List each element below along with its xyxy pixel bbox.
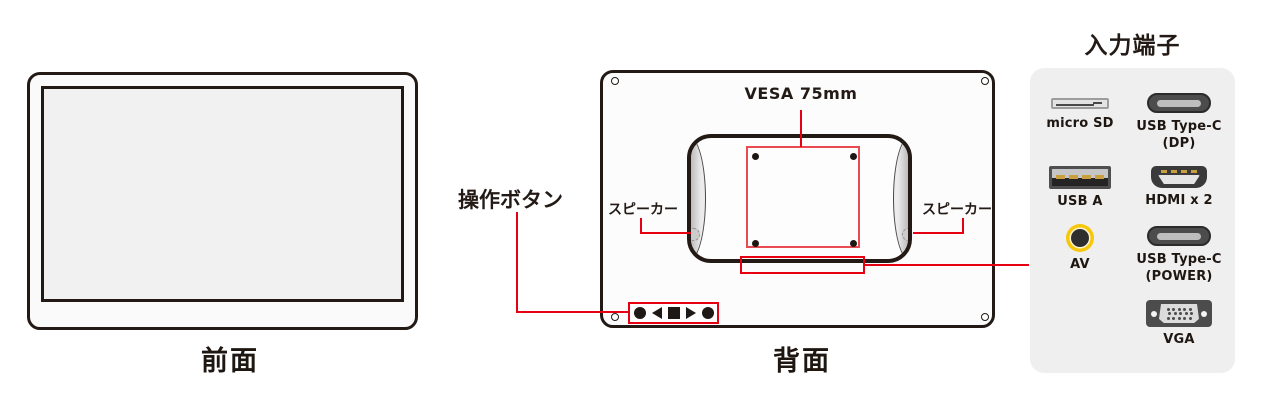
speaker-left-label: スピーカー bbox=[608, 202, 678, 218]
control-buttons-pointer-line-h bbox=[516, 311, 630, 313]
port-item-usb-type-c-dp: USB Type-C (DP) bbox=[1131, 93, 1227, 153]
left-arrow-button-icon bbox=[651, 307, 662, 319]
circle-button-icon bbox=[701, 307, 714, 319]
port-item-usb-a: USB A bbox=[1032, 166, 1128, 211]
usb-type-c-power-port-icon bbox=[1147, 226, 1211, 246]
speaker-strip-right bbox=[893, 138, 908, 259]
speaker-left-pointer-line-v bbox=[640, 218, 642, 234]
speaker-right-pointer-line-v bbox=[962, 218, 964, 234]
usb-a-port-icon bbox=[1049, 166, 1111, 189]
screw-hole-icon bbox=[611, 313, 619, 321]
hdmi-port-icon bbox=[1151, 166, 1207, 188]
io-panel: micro SD USB Type-C (DP) USB A HDMI x 2 … bbox=[1030, 68, 1235, 373]
screw-hole-icon bbox=[981, 313, 989, 321]
vesa-mount-highlight-box bbox=[746, 146, 860, 248]
port-item-av: AV bbox=[1032, 224, 1128, 274]
port-label: micro SD bbox=[1046, 116, 1114, 131]
port-item-usb-type-c-power: USB Type-C (POWER) bbox=[1131, 226, 1227, 286]
av-port-icon bbox=[1066, 224, 1094, 252]
port-label: VGA bbox=[1163, 332, 1195, 347]
vesa-pointer-line bbox=[800, 110, 802, 147]
port-label: USB A bbox=[1057, 194, 1103, 209]
port-label: AV bbox=[1070, 257, 1090, 272]
speaker-right-label: スピーカー bbox=[922, 202, 992, 218]
port-label: USB Type-C bbox=[1136, 119, 1222, 134]
speaker-left-pointer-line-h bbox=[640, 232, 691, 234]
control-buttons-box bbox=[628, 302, 719, 324]
vesa-label: VESA 75mm bbox=[744, 84, 858, 103]
usb-type-c-dp-port-icon bbox=[1147, 93, 1211, 113]
port-sublabel: (POWER) bbox=[1145, 268, 1213, 284]
speaker-strip-left bbox=[691, 138, 706, 259]
micro-sd-port-icon bbox=[1051, 98, 1109, 109]
right-arrow-button-icon bbox=[685, 307, 696, 319]
vesa-hole-icon bbox=[752, 240, 759, 247]
front-view-screen bbox=[41, 86, 404, 302]
io-panel-title: 入力端子 bbox=[1084, 33, 1181, 59]
vga-port-icon bbox=[1146, 300, 1212, 327]
square-button-icon bbox=[667, 307, 680, 319]
ports-connector-line bbox=[864, 264, 1029, 266]
vesa-hole-icon bbox=[850, 240, 857, 247]
port-item-micro-sd: micro SD bbox=[1032, 98, 1128, 133]
control-buttons-label: 操作ボタン bbox=[458, 188, 563, 212]
speaker-left-icon bbox=[691, 228, 700, 241]
speaker-right-pointer-line-h bbox=[913, 232, 964, 234]
port-label: USB Type-C bbox=[1136, 252, 1222, 267]
front-caption: 前面 bbox=[201, 346, 259, 377]
port-item-vga: VGA bbox=[1131, 300, 1227, 349]
control-buttons-pointer-line-v bbox=[516, 212, 518, 313]
speaker-right-icon bbox=[902, 228, 908, 241]
back-view-panel bbox=[600, 70, 995, 328]
back-raised-housing bbox=[687, 134, 912, 263]
port-label: HDMI x 2 bbox=[1145, 193, 1213, 208]
vesa-hole-icon bbox=[850, 153, 857, 160]
back-caption: 背面 bbox=[773, 346, 831, 377]
port-sublabel: (DP) bbox=[1162, 135, 1196, 151]
front-view-frame bbox=[27, 72, 418, 330]
port-item-hdmi: HDMI x 2 bbox=[1131, 166, 1227, 210]
vesa-hole-icon bbox=[752, 153, 759, 160]
screw-hole-icon bbox=[611, 77, 619, 85]
circle-button-icon bbox=[633, 307, 646, 319]
screw-hole-icon bbox=[981, 77, 989, 85]
ports-highlight-box bbox=[740, 256, 865, 274]
